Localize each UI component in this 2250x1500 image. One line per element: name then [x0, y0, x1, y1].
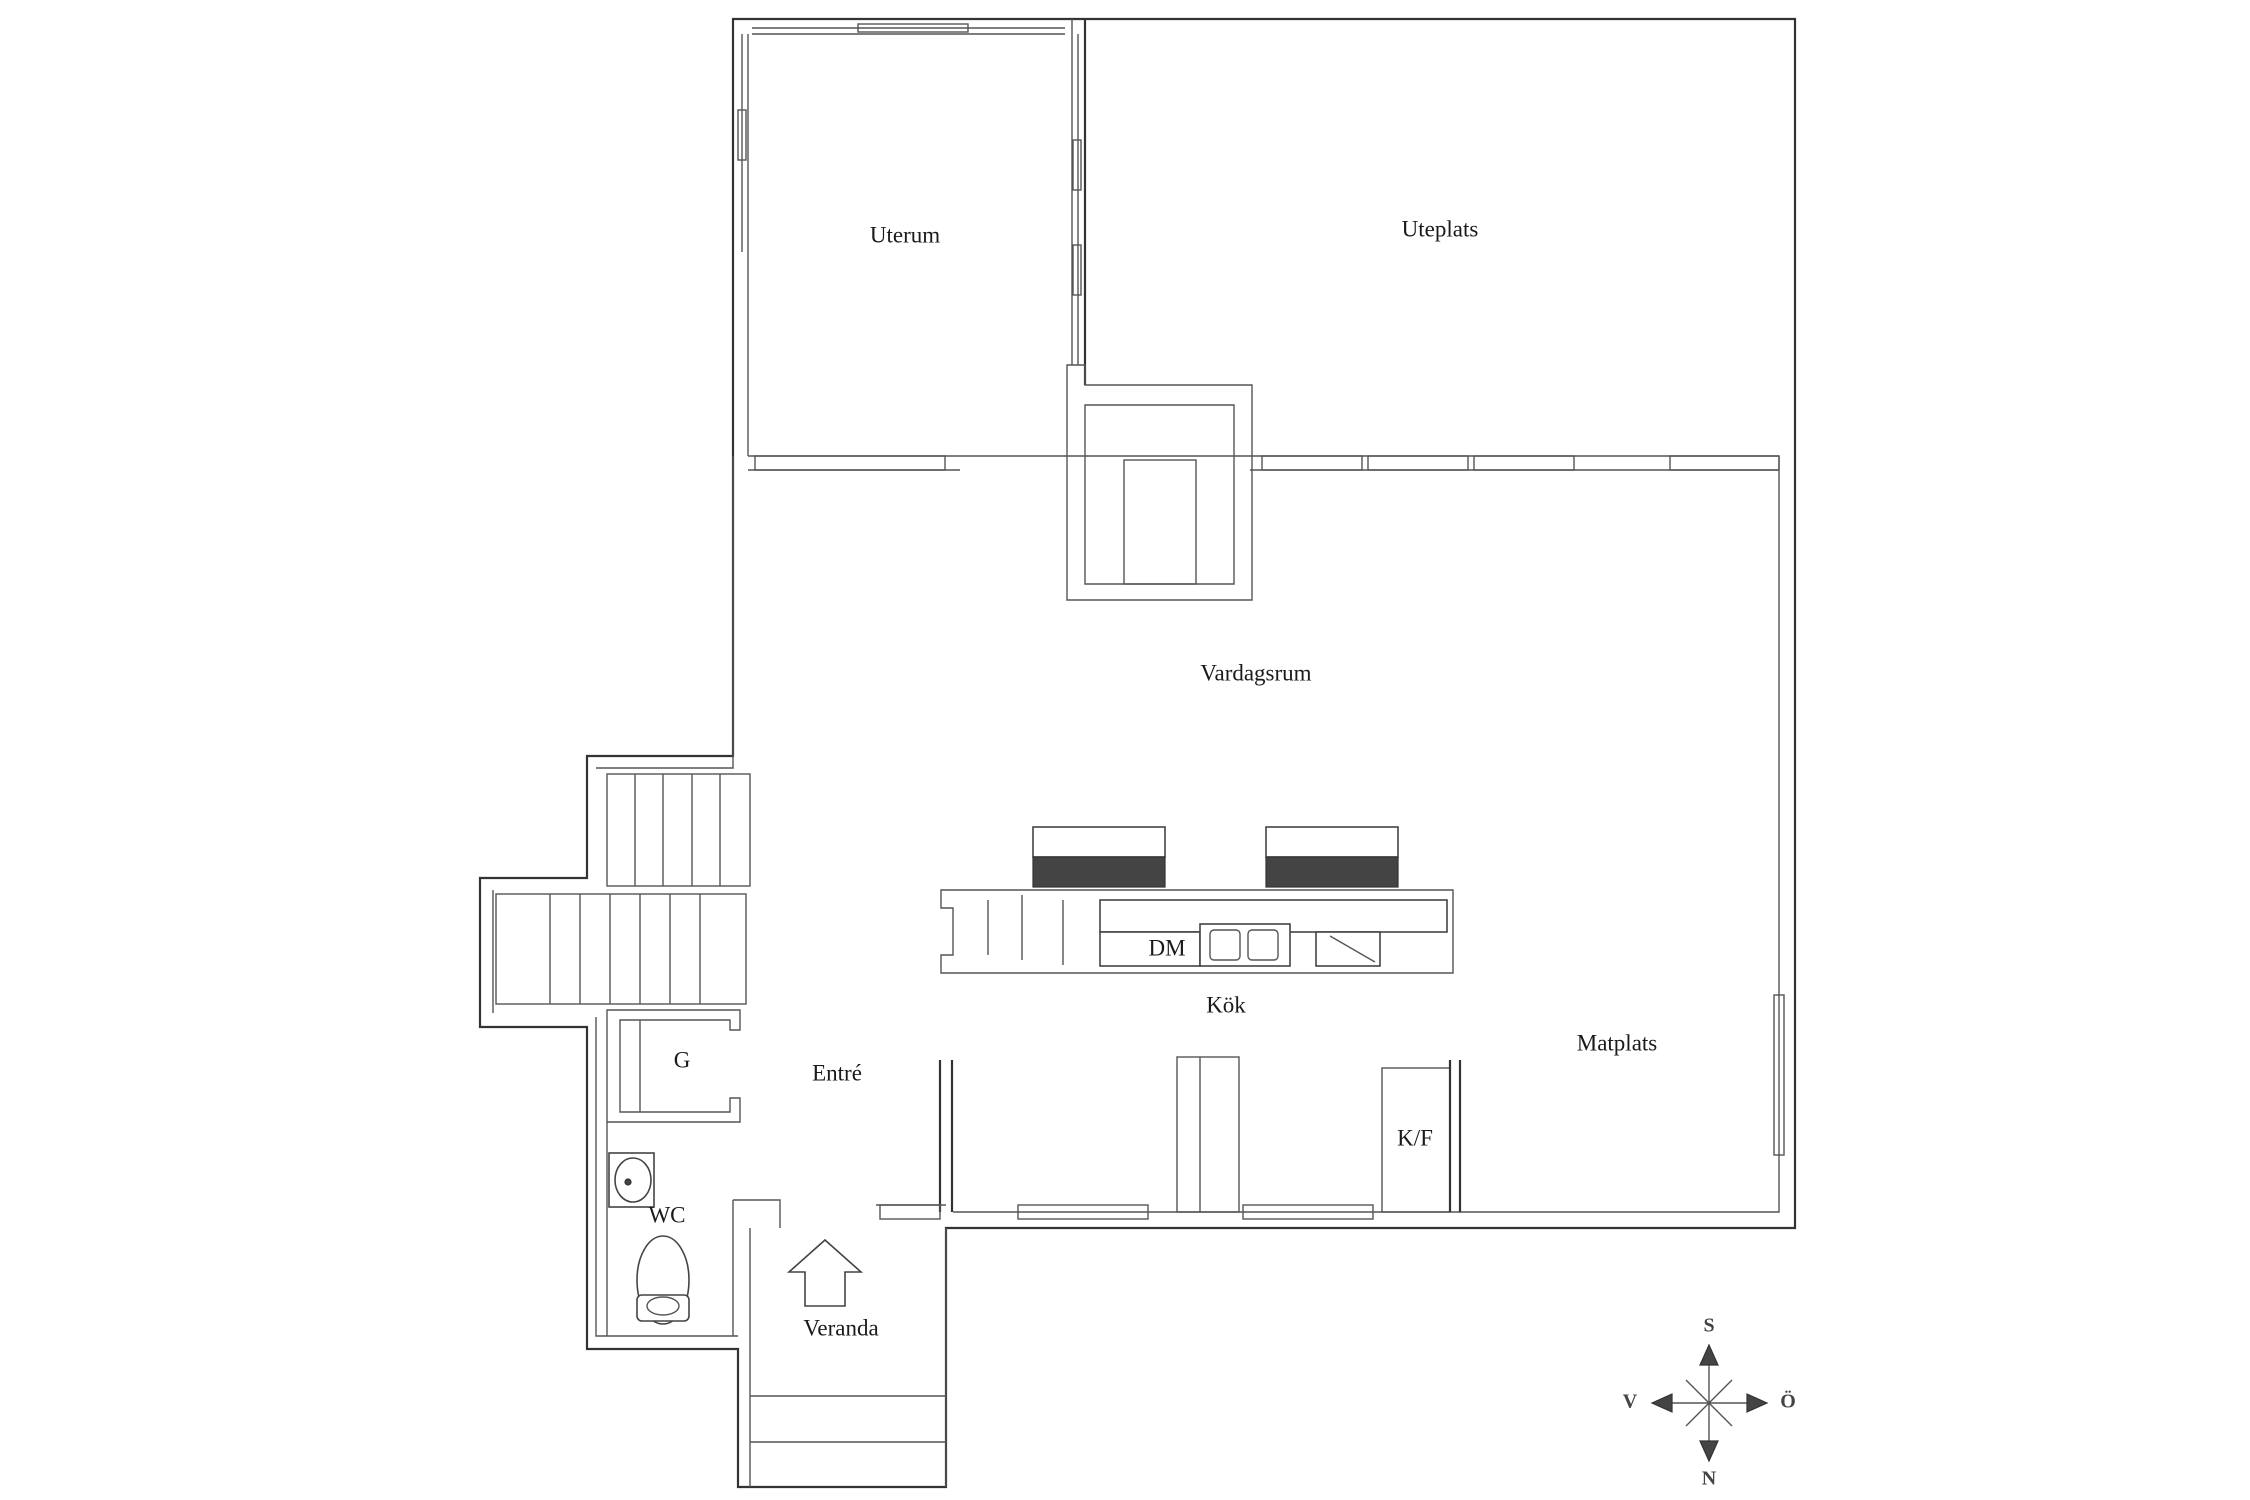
entrance-arrow-icon — [786, 1238, 864, 1307]
kitchen-island — [940, 826, 1454, 974]
room-label-wc: WC — [648, 1202, 685, 1227]
room-label-uterum: Uterum — [870, 222, 940, 247]
compass-label-south: S — [1703, 1315, 1714, 1337]
interior-walls — [606, 994, 1785, 1487]
room-label-matplats: Matplats — [1577, 1030, 1658, 1055]
compass-rose-icon: S N V Ö — [1623, 1315, 1796, 1490]
appliance-label-kf: K/F — [1397, 1125, 1433, 1150]
room-label-vardagsrum: Vardagsrum — [1200, 660, 1311, 685]
compass-label-east: Ö — [1780, 1390, 1796, 1413]
wc-fixtures — [608, 1152, 690, 1325]
fireplace — [1066, 364, 1253, 601]
room-label-entre: Entré — [812, 1060, 862, 1085]
room-label-g: G — [674, 1047, 691, 1072]
outer-walls — [478, 17, 1797, 1489]
stairs — [495, 773, 751, 1005]
appliance-label-dm: DM — [1148, 935, 1185, 960]
compass-label-north: N — [1702, 1468, 1717, 1490]
room-label-veranda: Veranda — [803, 1315, 878, 1340]
room-label-kok: Kök — [1206, 992, 1246, 1017]
room-label-uteplats: Uteplats — [1402, 216, 1479, 241]
room-labels: Uterum Uteplats Vardagsrum Kök Matplats … — [648, 216, 1657, 1340]
compass-label-west: V — [1623, 1391, 1638, 1413]
